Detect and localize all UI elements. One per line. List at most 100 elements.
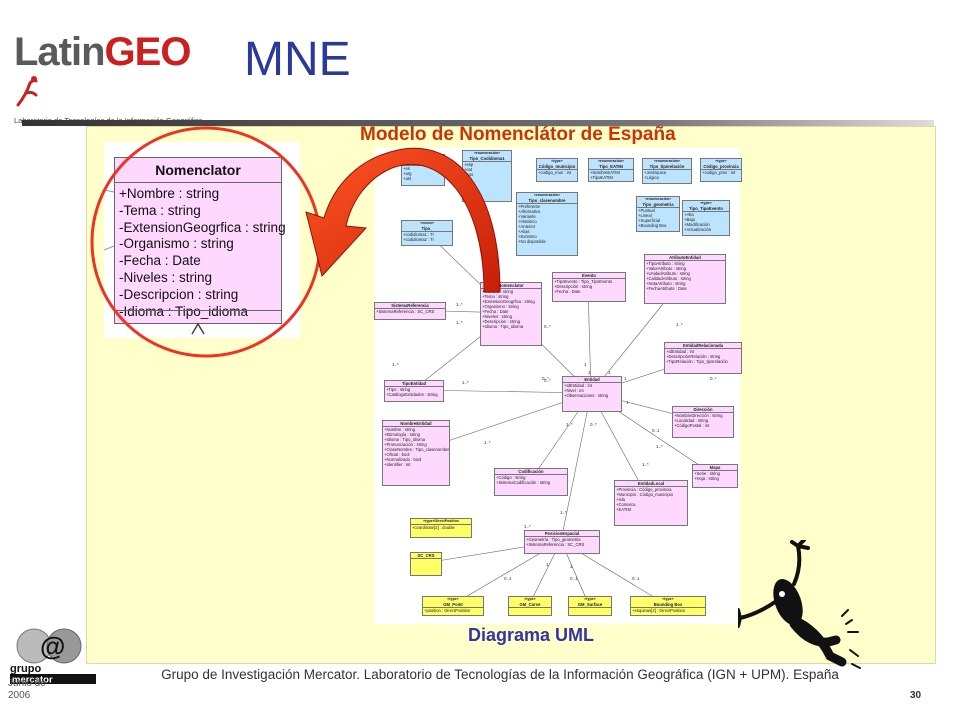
- uml-attribute: +arb: [464, 187, 473, 192]
- uml-class-stereotype: «enumeración»: [533, 193, 561, 197]
- uml-attribute: +codigo_prov : int: [702, 170, 736, 175]
- uml-class-stereotype: «type»: [584, 597, 596, 601]
- uml-class-name: Mapa: [709, 465, 721, 470]
- uml-attribute: +Superficial: [638, 218, 660, 223]
- uml-attribute: +Organismo : string: [482, 304, 519, 309]
- uml-multiplicity: 0..*: [710, 376, 717, 381]
- uml-attribute: +SistemaReferencia : SC_CRS: [526, 542, 585, 547]
- uml-attribute: +DescripciónRelación : string: [666, 354, 721, 359]
- uml-attribute: +Nivel : int: [564, 388, 584, 393]
- uml-class-stereotype: «enumeración»: [597, 159, 625, 163]
- uml-multiplicity: 1..*: [456, 320, 463, 325]
- uml-class-tipo-clasenombre: «enumeración»Tipo_clasenombre+Preferente…: [516, 192, 578, 256]
- uml-attribute: +Lineal: [638, 213, 652, 218]
- uml-attribute: +CódigoPostal : int: [674, 423, 710, 428]
- uml-multiplicity: 0..1: [632, 576, 640, 581]
- uml-attribute: +NombreEATIM: [590, 170, 620, 175]
- uml-attribute: +Código : string: [496, 475, 526, 480]
- uml-class-stereotype: «enumeración»: [653, 159, 681, 163]
- uml-attribute: +Tipo : string: [386, 387, 411, 392]
- uml-class-header: Dirección: [673, 407, 733, 413]
- uml-attribute: +CalidadAtributo : string: [646, 276, 691, 281]
- uml-attribute: +TipoEvento : Tipo_TipoEvento: [554, 279, 613, 284]
- uml-class-nombre-entidad: NombreEntidad+Nombre : string+Etimología…: [382, 420, 450, 486]
- uml-multiplicity: 1: [570, 564, 573, 569]
- uml-class-name: Tipo_EATIM: [599, 164, 623, 169]
- uml-class-atributo-entidad: AtributoEntidad+TipoAtributo : string+Va…: [644, 254, 726, 304]
- uml-class-header: «enum»Tipo_: [402, 221, 452, 232]
- uml-class-header: AtributoEntidad: [645, 255, 725, 261]
- uml-attribute: +Municipio : Código_municipio: [616, 492, 673, 497]
- uml-class-name: PosicionEspacial: [544, 531, 580, 536]
- uml-attribute: +ValorAtributo : string: [646, 266, 687, 271]
- zoom-assoc-line: [103, 245, 115, 251]
- uml-class-tipo-entidad: TipoEntidad+Tipo : string+CatálogoEntida…: [384, 380, 444, 402]
- uml-class-header: «enumeración»Tipo_tiporelación: [643, 159, 691, 170]
- uml-class-header: «type»GM_Surface: [569, 597, 611, 608]
- uml-attribute: +Jerárquica: [644, 170, 666, 175]
- uml-attribute: +SistemaReferencia : SC_CRS: [376, 309, 435, 314]
- uml-class-name: Dirección: [693, 407, 713, 412]
- logo-text-bottom: mercator: [12, 675, 53, 685]
- uml-class-name: Evento: [582, 273, 596, 278]
- diagram-caption: Diagrama UML: [468, 625, 595, 645]
- uml-multiplicity: 1..*: [456, 302, 463, 307]
- uml-attribute: +NombreDirección : string: [674, 413, 723, 418]
- uml-class-header: Mapa: [693, 465, 737, 471]
- uml-attribute: +TipoRelación : Tipo_tiporelación: [666, 359, 728, 364]
- uml-multiplicity: 0..1: [570, 576, 578, 581]
- uml-attribute: +Etimología : string: [384, 432, 420, 437]
- uml-attribute: +esquinas[2] : DirectPosition: [632, 608, 686, 613]
- uml-multiplicity: 0..*: [542, 376, 549, 381]
- page-number: 30: [910, 690, 922, 701]
- uml-class-name: SC_CRS: [417, 553, 435, 558]
- uml-attribute: +Serie : string: [694, 471, 720, 476]
- uml-attribute: +Puntual: [638, 208, 655, 213]
- uml-multiplicity: 1..*: [392, 362, 399, 367]
- title-divider: [22, 120, 934, 126]
- uml-class-mapa: Mapa+Serie : string+Hoja : string: [692, 464, 738, 488]
- uml-class-sistema-referencia: SistemaReferencia+SistemaReferencia : SC…: [374, 302, 446, 320]
- uml-class-header: PosicionEspacial: [525, 531, 599, 537]
- uml-attribute: +Actualización: [684, 227, 712, 232]
- uml-class-direccion: Dirección+NombreDirección : string+Local…: [672, 406, 734, 438]
- uml-class-codificacion: Codificación+Código : string+SistemaCodi…: [494, 468, 568, 496]
- uml-class-gm-curve: «type»GM_Curve: [508, 596, 552, 616]
- uml-class-header: Evento: [553, 273, 625, 279]
- uml-class-bounding-box: «type»Bounding Box+esquinas[2] : DirectP…: [630, 596, 706, 616]
- uml-class-posicion-espacial: PosicionEspacial+Geometría : Tipo_geomet…: [524, 530, 600, 554]
- uml-class-header: «enumeración»Tipo_geometria: [637, 197, 679, 208]
- uml-multiplicity: 1..*: [524, 524, 531, 529]
- uml-class-header: TipoEntidad: [385, 381, 443, 387]
- uml-class-header: «type»DirectPosition: [411, 519, 471, 525]
- uml-attribute: +SistemaCodificación : string: [496, 480, 551, 485]
- uml-class-header: «type»GM_Point: [423, 597, 483, 608]
- stick-figure-icon: [738, 540, 861, 669]
- uml-class-header: «enumeración»Tipo_clasenombre: [517, 193, 577, 204]
- uml-multiplicity: 1: [588, 370, 591, 375]
- uml-class-gm-point: «type»GM_Point+position : DirectPosition: [422, 596, 484, 616]
- uml-class-name: GM_Curve: [519, 602, 541, 607]
- uml-multiplicity: 1..*: [484, 440, 491, 445]
- uml-attribute: +Alternativo: [518, 209, 541, 214]
- slide-title: MNE: [244, 33, 351, 86]
- logo-figure-icon: [16, 76, 38, 107]
- uml-class-stereotype: «type»DirectPosition: [423, 519, 459, 523]
- uml-class-nomenclator: Nomenclator+Nombre : string+Tema : strin…: [480, 282, 542, 346]
- uml-class-name: EntidadLocal: [637, 481, 665, 486]
- uml-class-name: Bounding Box: [653, 602, 683, 607]
- footer-text: Grupo de Investigación Mercator. Laborat…: [161, 667, 839, 682]
- uml-attribute: +Anterior: [518, 224, 536, 229]
- uml-class-name: Codificación: [518, 469, 544, 474]
- uml-multiplicity: 1..*: [676, 322, 683, 327]
- uml-class-name: Código_provincia: [703, 164, 739, 169]
- uml-class-name: Tipo_geometria: [642, 202, 674, 207]
- uml-attribute: +Tema : string: [482, 294, 509, 299]
- uml-multiplicity: 1..*: [566, 422, 573, 427]
- uml-class-name: NombreEntidad: [400, 421, 432, 426]
- uml-class-sc-crs: SC_CRS: [410, 552, 442, 576]
- uml-multiplicity: 1: [546, 562, 549, 567]
- uml-class-stereotype: «type»: [551, 159, 563, 163]
- uml-attribute: +No disponible: [518, 239, 546, 244]
